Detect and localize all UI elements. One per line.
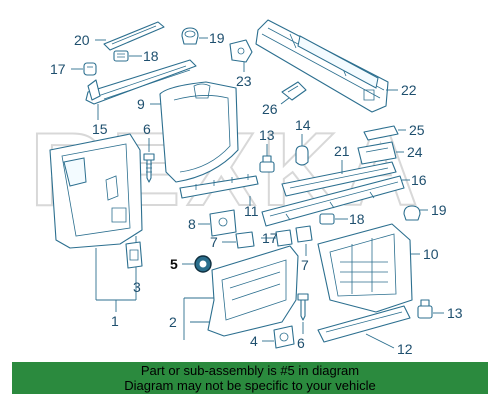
callout-4: 4 [250,333,258,349]
part-15-trim-rail [85,59,197,105]
callout-6-lower: 6 [297,335,305,351]
callout-13-upper: 13 [259,127,275,143]
part-18-clip-lower [319,213,335,225]
callout-21: 21 [334,143,350,159]
callout-5: 5 [170,256,178,272]
part-21-sill-rail [281,161,397,197]
part-19-bushing-upper [181,27,199,45]
callout-7-left: 7 [210,234,218,250]
part-25-trim-panel [363,125,399,141]
banner-line-1: Part or sub-assembly is #5 in diagram [140,363,360,378]
part-17-clip-left [83,62,97,76]
callout-17-left: 17 [50,61,66,77]
callout-18-upper: 18 [143,48,159,64]
part-16-long-sill [261,175,405,227]
callout-1: 1 [111,313,119,329]
callout-22: 22 [401,82,417,98]
part-18-clip-upper [113,50,129,62]
part-4-small-cover [273,325,295,349]
callout-19-lower: 19 [431,202,447,218]
part-3-hook [125,241,143,269]
callout-20: 20 [74,32,90,48]
callout-6-upper: 6 [143,121,151,137]
part-10-storage-box [317,223,413,313]
part-26-trim [281,81,307,101]
part-info-banner: Part or sub-assembly is #5 in diagram Di… [12,362,488,394]
callout-26: 26 [262,101,278,117]
part-5-grommet-highlighted [194,255,212,273]
part-1-main-quarter-panel [49,133,143,249]
part-13-fastener-lower [417,299,433,319]
part-12-scuff-plate [317,305,411,343]
part-20-trim-strip [103,21,165,51]
callout-13-lower: 13 [447,305,463,321]
callout-7-right: 7 [301,257,309,273]
part-6-screw-lower [297,293,309,321]
part-2-lower-quarter-panel [207,245,299,337]
part-13-fastener-upper [259,155,275,173]
callout-14: 14 [295,117,311,133]
part-19-bushing-lower [403,205,421,221]
part-14-bumper [295,145,309,166]
part-7-clip-right [295,225,313,243]
callout-23: 23 [236,73,252,89]
part-11-rail [179,174,259,199]
callout-18-lower: 18 [349,211,365,227]
callout-25: 25 [409,122,425,138]
callout-10: 10 [423,246,439,262]
callout-9: 9 [137,96,145,112]
callout-11: 11 [244,203,259,219]
part-6-screw-upper [143,153,155,183]
part-7-clip-left [235,231,255,249]
callout-3: 3 [133,279,141,295]
callout-12: 12 [397,341,413,357]
callout-8: 8 [188,216,196,232]
part-22-tonneau-cover [255,19,389,113]
banner-line-2: Diagram may not be specific to your vehi… [124,378,376,393]
part-9-upper-quarter-panel [159,81,239,183]
part-23-bracket [229,39,253,63]
callout-17-right: 17 [262,230,278,246]
callout-19-upper: 19 [209,30,225,46]
part-24-cover [357,141,397,165]
callout-2: 2 [169,314,177,330]
part-8-bracket [209,209,237,237]
callout-24: 24 [407,144,423,160]
part-17-clip-right [275,229,293,247]
callout-15: 15 [92,121,108,137]
exploded-parts-diagram: REXKA 20 18 17 15 19 23 [29,19,463,357]
callout-16: 16 [411,172,427,188]
